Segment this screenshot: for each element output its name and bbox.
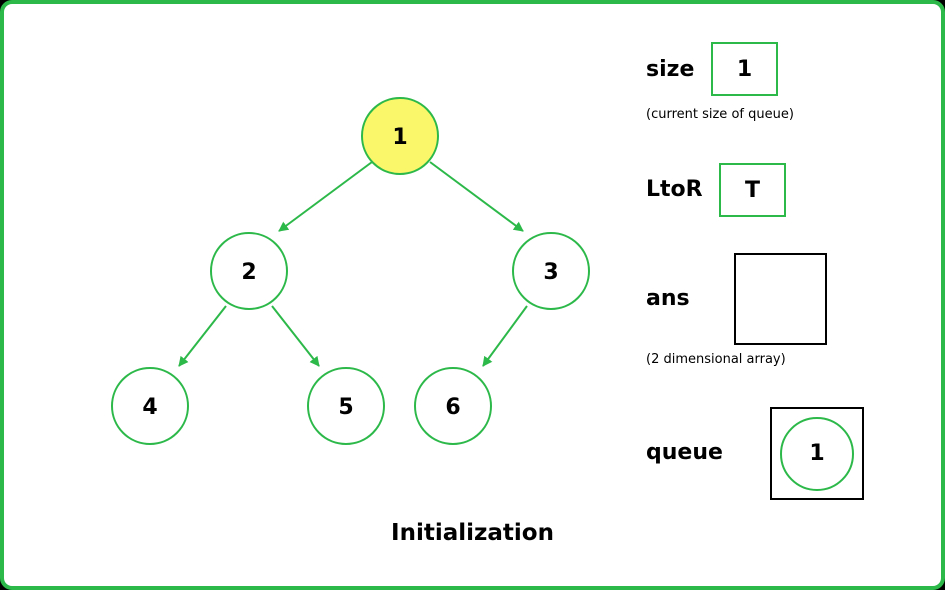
edge-2-4: [178, 305, 227, 367]
ans-note: (2 dimensional array): [646, 352, 786, 367]
edge-1-3: [429, 161, 524, 232]
tree-node-3-label: 3: [543, 260, 558, 285]
tree-node-5: [307, 367, 385, 445]
tree-node-5-label: 5: [338, 395, 353, 420]
ltor-label: LtoR: [646, 177, 703, 202]
edge-1-2: [278, 161, 373, 232]
edge-2-5: [271, 305, 320, 367]
size-label: size: [646, 57, 695, 82]
tree-node-2-label: 2: [241, 260, 256, 285]
size-value-box: 1: [711, 42, 778, 96]
tree-node-4: [111, 367, 189, 445]
queue-item: 1: [780, 416, 854, 491]
tree-node-6-label: 6: [445, 395, 460, 420]
queue-label: queue: [646, 440, 723, 465]
ans-array-box: [734, 253, 827, 345]
diagram-caption: Initialization: [391, 520, 554, 546]
tree-node-1-label: 1: [392, 125, 407, 150]
queue-box: 1: [770, 407, 864, 500]
size-note: (current size of queue): [646, 107, 794, 122]
tree-node-4-label: 4: [142, 395, 157, 420]
tree-node-3: [512, 232, 590, 310]
tree-node-2: [210, 232, 288, 310]
ans-label: ans: [646, 286, 690, 311]
edge-3-6: [482, 305, 528, 367]
tree-node-1: [361, 97, 439, 175]
ltor-value-box: T: [719, 163, 786, 217]
tree-node-6: [414, 367, 492, 445]
